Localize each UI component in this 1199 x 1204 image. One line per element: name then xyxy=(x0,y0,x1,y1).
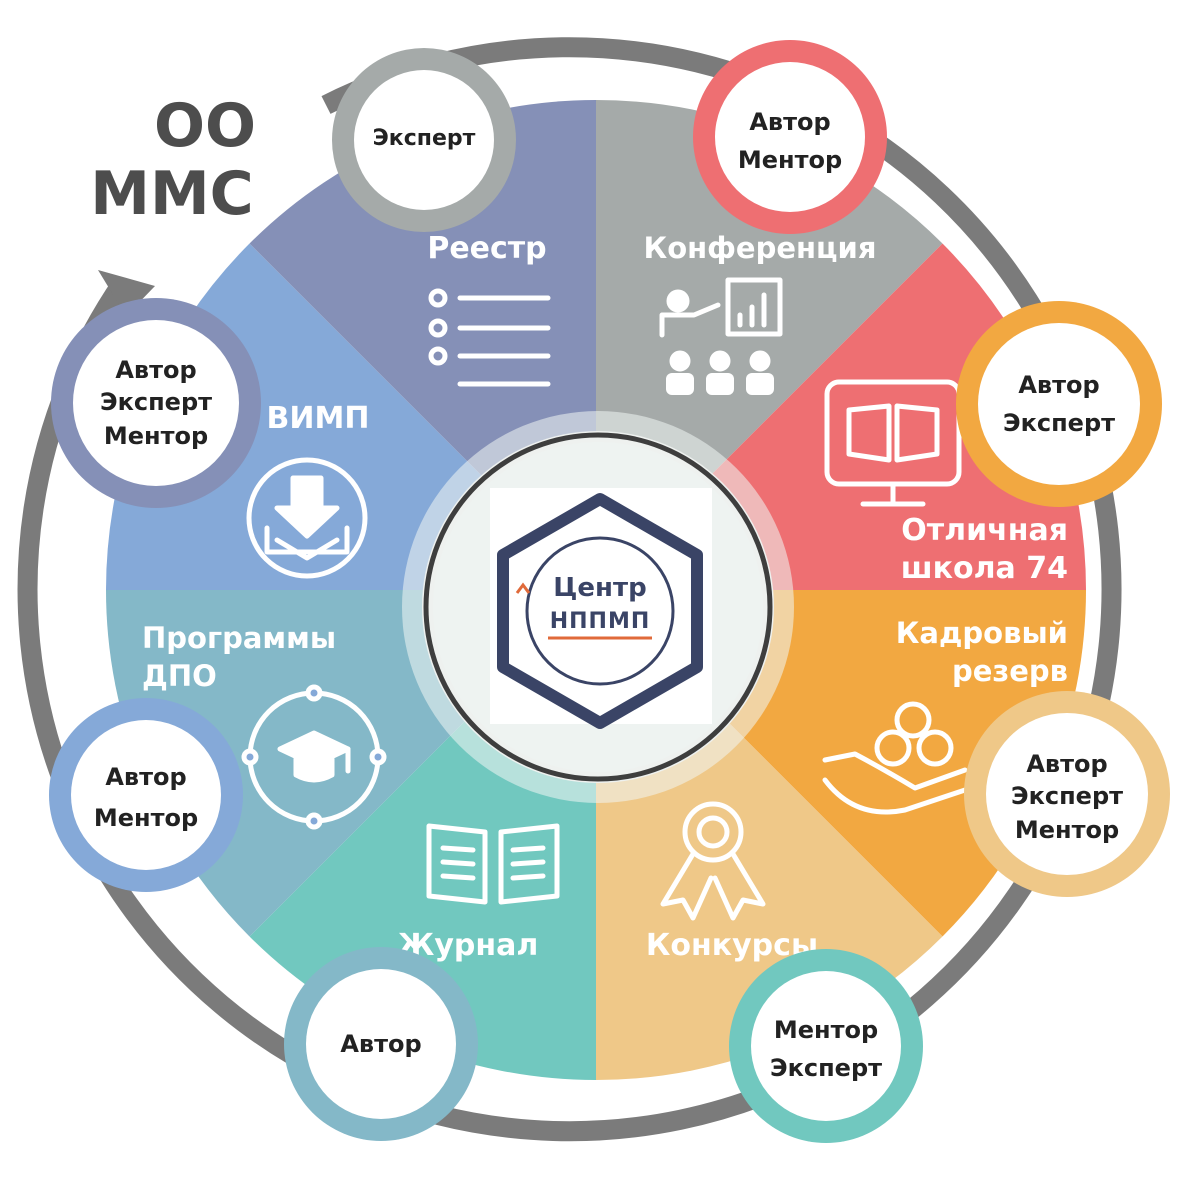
role-text: Эксперт xyxy=(1003,409,1115,437)
list-icon xyxy=(428,288,551,387)
role-text: Автор xyxy=(1018,371,1099,399)
segment-label-konferenciya: Конференция xyxy=(643,231,876,265)
role-bubble-reestr: Эксперт xyxy=(332,48,516,232)
corner-title-line1: ОО xyxy=(154,91,256,161)
download-tray-icon xyxy=(246,457,368,579)
icons-layer xyxy=(241,277,968,921)
segment-label-otlichnaya-shkola: Отличная xyxy=(901,513,1068,548)
role-text: Ментор xyxy=(1015,816,1119,844)
segment-label-kadrovyj-rezerv: Кадровый xyxy=(896,616,1068,650)
hand-coins-icon xyxy=(822,701,968,815)
role-text: Эксперт xyxy=(1011,782,1123,810)
role-text: Ментор xyxy=(104,422,208,450)
award-ribbon-icon xyxy=(660,801,766,921)
role-text: Эксперт xyxy=(770,1054,882,1082)
segment-label-programmy-dpo: Программы xyxy=(142,621,336,655)
role-text: Ментор xyxy=(94,804,198,832)
center-hub: Центр НППМП xyxy=(402,411,794,803)
segment-label-otlichnaya-shkola: школа 74 xyxy=(901,551,1068,586)
role-text: Эксперт xyxy=(100,388,212,416)
segment-label-reestr: Реестр xyxy=(427,231,546,266)
book-monitor-icon xyxy=(824,379,962,507)
corner-title: ОО ММС xyxy=(90,91,256,229)
graduation-cap-icon xyxy=(241,684,387,830)
role-text: Автор xyxy=(340,1030,421,1058)
segment-label-vimp: ВИМП xyxy=(267,401,370,436)
corner-title-line2: ММС xyxy=(90,159,253,229)
segment-label-kadrovyj-rezerv: резерв xyxy=(952,654,1068,688)
arrow-head-icon xyxy=(98,270,155,316)
open-book-icon xyxy=(426,823,560,905)
role-text: Автор xyxy=(749,108,830,136)
role-bubble-zhurnal: Автор xyxy=(284,947,478,1141)
role-text: Автор xyxy=(105,763,186,791)
role-text: Ментор xyxy=(738,146,842,174)
segment-label-programmy-dpo: ДПО xyxy=(142,659,217,693)
role-text: Ментор xyxy=(774,1016,878,1044)
role-text: Автор xyxy=(115,356,196,384)
labels-layer: РеестрЭкспертКонференцияАвторМенторОтлич… xyxy=(49,40,1170,1143)
center-caret-icon xyxy=(515,582,531,594)
center-title-line1: Центр xyxy=(553,573,646,603)
presentation-icon xyxy=(659,277,783,395)
role-text: Автор xyxy=(1026,750,1107,778)
center-title-line2: НППМП xyxy=(550,609,651,634)
role-text: Эксперт xyxy=(373,126,476,151)
